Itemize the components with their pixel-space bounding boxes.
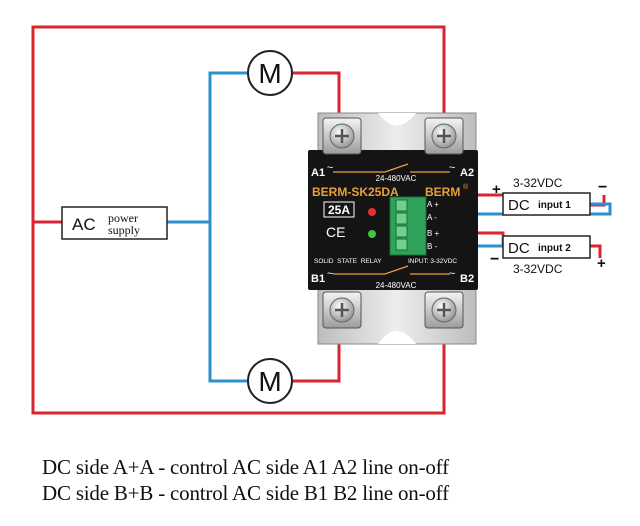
voltage-top: 24-480VAC	[376, 174, 417, 183]
motor-bottom: M	[247, 358, 293, 404]
input2-minus: −	[490, 251, 499, 268]
blue-wire-motor-bottom	[208, 222, 247, 383]
label-b2: B2	[460, 273, 474, 285]
motor-top-label: M	[258, 58, 281, 89]
motor-top-circle	[247, 50, 293, 96]
motor-top: M	[247, 50, 293, 96]
terminal-a1	[322, 117, 362, 155]
red-wire-bottom-loop	[31, 222, 446, 415]
led-red	[368, 208, 376, 216]
caption-line-2: DC side B+B - control AC side B1 B2 line…	[42, 481, 449, 505]
terminal-a2	[424, 117, 464, 155]
red-wire-top-motor	[293, 71, 341, 118]
input2-box	[502, 235, 591, 259]
input1-voltage: 3-32VDC	[513, 176, 563, 190]
input1-name: input 1	[538, 200, 571, 211]
input2-name: input 2	[538, 243, 571, 254]
label-b2-tilde: ~	[449, 268, 455, 280]
pin-b-minus: B -	[427, 242, 438, 251]
ac-supply-ac-label: AC	[72, 215, 96, 234]
ce-mark: CE	[326, 224, 345, 240]
label-a1-tilde: ~	[327, 162, 333, 174]
blue-wire-motor-top	[208, 71, 247, 222]
relay-heatsink-notch-top	[378, 113, 416, 126]
label-a2-tilde: ~	[449, 162, 455, 174]
relay-heatsink-notch-bottom	[378, 331, 416, 344]
label-b1: B1	[311, 273, 325, 285]
input-terminal-block	[389, 196, 427, 256]
input1-dc: DC	[508, 197, 530, 214]
ac-supply-power-label: power	[108, 211, 138, 225]
relay-model: BERM-SK25DA	[312, 185, 399, 199]
label-a2: A2	[460, 167, 474, 179]
input1-plus: +	[492, 181, 501, 198]
relay-registered: ®	[463, 183, 469, 191]
relay-type-text: SOLID STATE RELAY	[314, 258, 382, 265]
terminal-b2	[424, 291, 464, 329]
input1-minus: −	[598, 179, 607, 196]
dc-input-2: DC input 2 − + 3-32VDC	[490, 235, 606, 276]
input1-box	[502, 192, 591, 216]
input2-plus: +	[597, 255, 606, 272]
terminal-b1	[322, 291, 362, 329]
switch-symbol-bottom	[333, 265, 450, 275]
ac-supply-box	[61, 206, 168, 240]
caption-line-1: DC side A+A - control AC side A1 A2 line…	[42, 455, 449, 479]
switch-symbol-top	[333, 163, 450, 173]
ac-supply-supply-label: supply	[108, 223, 140, 237]
voltage-bottom: 24-480VAC	[376, 281, 417, 290]
motor-bottom-circle	[247, 358, 293, 404]
dc-input-1: 3-32VDC + − DC input 1	[492, 176, 607, 216]
label-b1-tilde: ~	[327, 268, 333, 280]
pin-a-plus: A +	[427, 200, 439, 209]
relay-rating: 25A	[328, 203, 350, 217]
pin-b-plus: B +	[427, 229, 440, 238]
terminal-block-screws	[395, 199, 408, 251]
relay-brand: BERM	[425, 185, 460, 199]
motor-bottom-label: M	[258, 366, 281, 397]
ac-power-supply: AC power supply	[61, 206, 168, 240]
solid-state-relay: A1 ~ A2 ~ B1 ~ B2 ~ 24-480VAC BERM-SK25D…	[308, 112, 478, 345]
rating-box	[323, 201, 355, 218]
relay-input-text: INPUT: 3-32VDC	[408, 258, 457, 265]
pin-a-minus: A -	[427, 213, 437, 222]
red-wire-input2-right	[590, 244, 602, 258]
input2-dc: DC	[508, 240, 530, 257]
led-green	[368, 230, 376, 238]
label-a1: A1	[311, 167, 325, 179]
red-wire-top-loop	[31, 25, 446, 222]
input2-voltage: 3-32VDC	[513, 262, 563, 276]
